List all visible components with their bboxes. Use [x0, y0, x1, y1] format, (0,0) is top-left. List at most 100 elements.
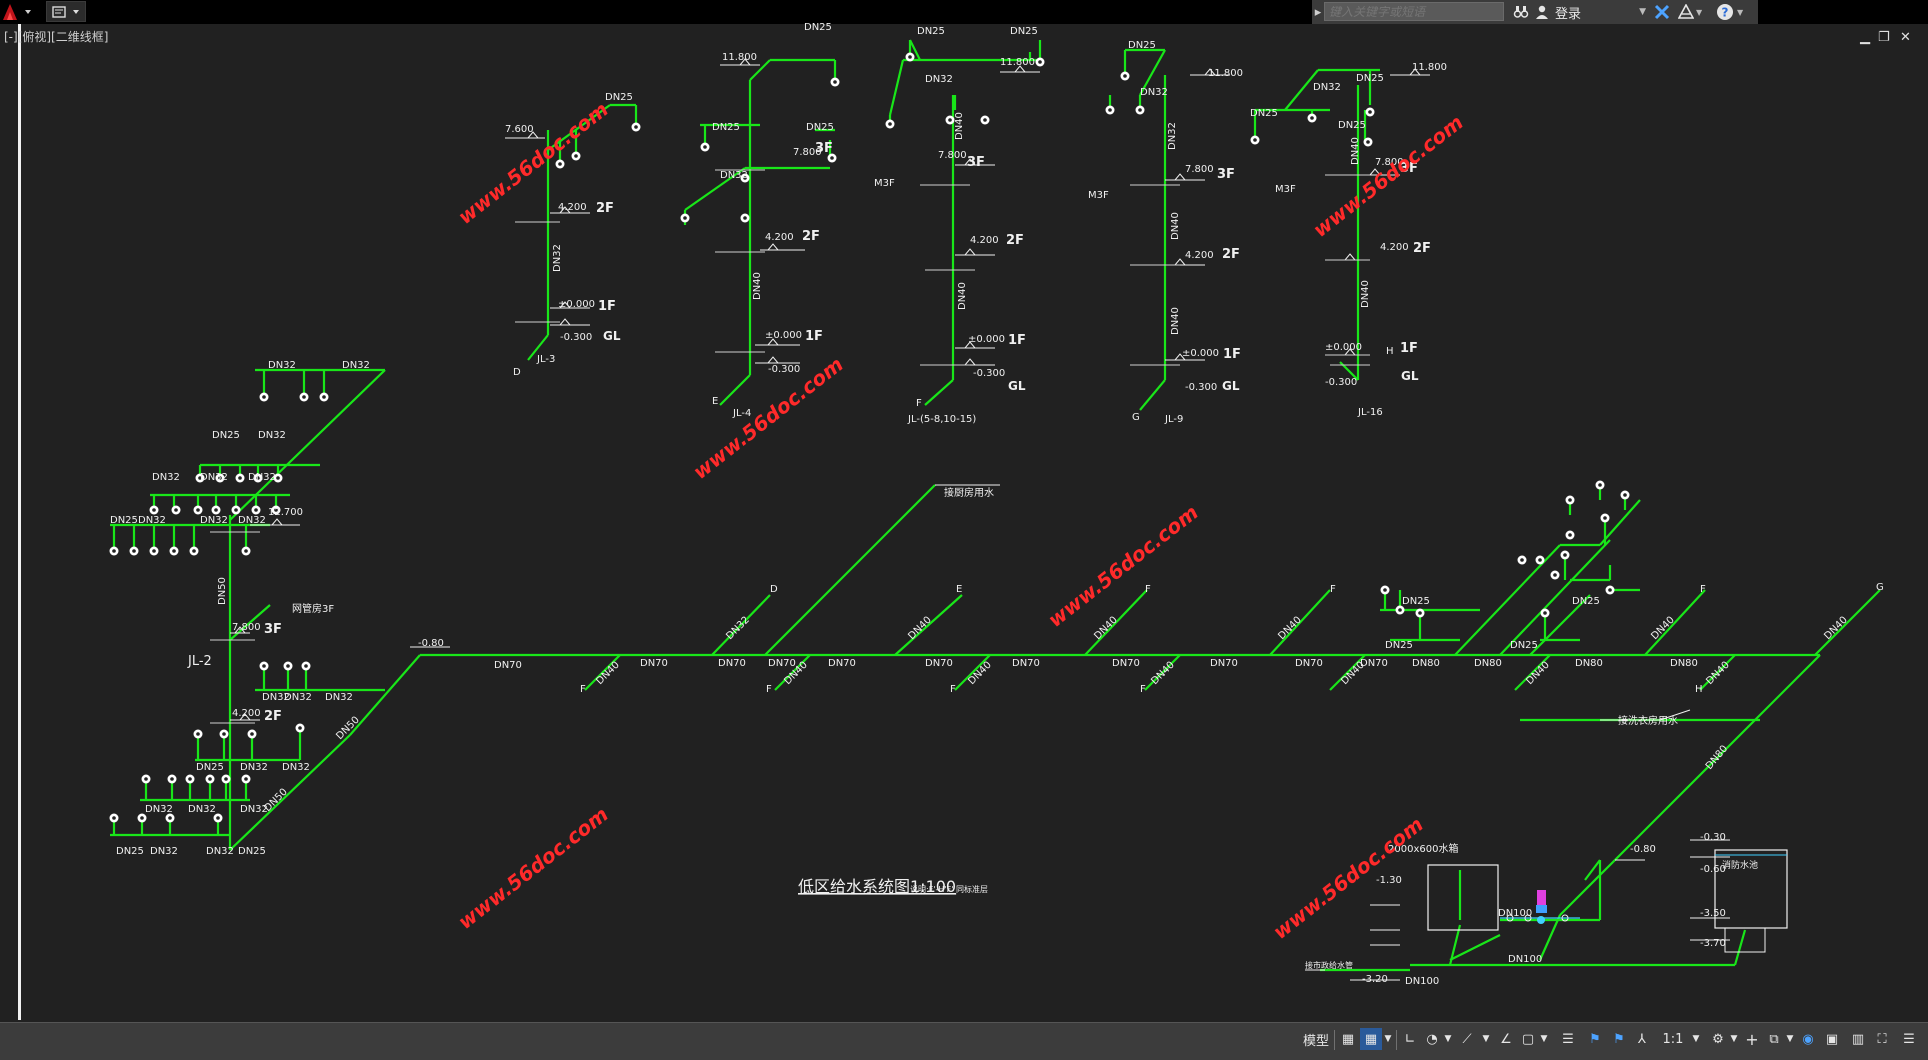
- pipe-label: DN80: [1670, 658, 1698, 669]
- pipe-label: DN32: [238, 515, 266, 526]
- restore-button[interactable]: ❐: [1878, 30, 1890, 45]
- endpoint-label: F: [1145, 584, 1151, 595]
- app-menu-button[interactable]: [0, 1, 36, 22]
- grid-icon[interactable]: ▦: [1341, 1031, 1355, 1047]
- floor-label: GL: [1401, 369, 1419, 383]
- pipe-label: DN70: [828, 658, 856, 669]
- osnap-box-icon[interactable]: ▢: [1521, 1031, 1535, 1047]
- pipe-label: DN70: [1012, 658, 1040, 669]
- pipe-label: DN25: [917, 26, 945, 37]
- chevron-down-icon[interactable]: ▼: [1786, 1034, 1794, 1044]
- chevron-down-icon[interactable]: ▼: [1540, 1034, 1548, 1044]
- chevron-down-icon[interactable]: ▼: [1384, 1034, 1392, 1044]
- chevron-down-icon[interactable]: ▼: [1444, 1034, 1452, 1044]
- plus-icon[interactable]: +: [1745, 1029, 1759, 1049]
- unit-icon[interactable]: ⧉: [1769, 1031, 1779, 1047]
- level-label: -0.80: [1630, 844, 1656, 855]
- floor-label: 3F: [264, 622, 282, 637]
- ortho-icon[interactable]: ∟: [1404, 1031, 1416, 1047]
- level-label: ±0.000: [558, 299, 595, 310]
- minimize-button[interactable]: ▁: [1860, 30, 1870, 45]
- gear-icon[interactable]: ⚙: [1712, 1031, 1724, 1047]
- viewport-label[interactable]: [-][俯视][二维线框]: [4, 30, 109, 44]
- chevron-down-icon[interactable]: ▼: [1692, 1034, 1700, 1044]
- binoculars-icon: [1513, 6, 1529, 18]
- help-button[interactable]: ? ▼: [1716, 2, 1752, 22]
- level-label: 7.800: [1185, 164, 1214, 175]
- pipe-label: DN40: [752, 272, 763, 300]
- level-label: ±0.000: [765, 330, 802, 341]
- hardware-accel-icon[interactable]: ▣: [1825, 1031, 1839, 1047]
- endpoint-label: D: [513, 367, 521, 378]
- isodraft-icon[interactable]: ⟋: [1462, 1031, 1472, 1047]
- pipe-label: DN50: [217, 577, 228, 605]
- pipe-label: DN32: [1140, 87, 1168, 98]
- drawing-note: 说明:F'-H'F' 同标准层: [910, 884, 988, 894]
- endpoint-label: D: [770, 584, 778, 595]
- scale-dropdown[interactable]: 1:1: [1662, 1031, 1684, 1047]
- endpoint-label: F: [950, 684, 956, 695]
- riser-tag: JL-(5-8,10-15): [907, 414, 976, 425]
- login-button[interactable]: 登录 ▼: [1534, 2, 1646, 22]
- pipe-label: DN40: [1339, 660, 1367, 688]
- drawing-canvas[interactable]: [0, 24, 1928, 1022]
- divider: [1334, 1030, 1335, 1050]
- pipe-label: DN25: [1128, 40, 1156, 51]
- floor-label: 1F: [598, 299, 616, 314]
- level-label: -0.300: [973, 368, 1005, 379]
- search-expand-icon[interactable]: ▸: [1314, 4, 1322, 20]
- pipe-label: DN32: [724, 615, 752, 643]
- lineweight-icon[interactable]: ☰: [1562, 1031, 1574, 1047]
- close-button[interactable]: ✕: [1900, 30, 1911, 45]
- pipe-label: DN70: [1295, 658, 1323, 669]
- equipment: [1427, 849, 1788, 953]
- clean-screen-icon[interactable]: ▥: [1851, 1031, 1865, 1047]
- endpoint-label: F: [580, 684, 586, 695]
- annoscale-icon[interactable]: ⅄: [1638, 1031, 1646, 1047]
- polar-icon[interactable]: ◔: [1426, 1031, 1438, 1047]
- quick-access-button[interactable]: [46, 1, 86, 22]
- help-icon: ?: [1717, 4, 1733, 20]
- level-label: 4.200: [1380, 242, 1409, 253]
- pipe-label: DN40: [954, 112, 965, 140]
- pipe-label: DN32: [240, 762, 268, 773]
- search-button[interactable]: [1512, 2, 1530, 22]
- chevron-down-icon[interactable]: ▼: [1730, 1034, 1738, 1044]
- pipe-label: DN100: [1405, 976, 1439, 987]
- exchange-button[interactable]: [1652, 2, 1672, 22]
- level-label: ±0.000: [1325, 342, 1362, 353]
- chevron-down-icon[interactable]: ▼: [1482, 1034, 1490, 1044]
- level-label: ±0.000: [1182, 348, 1219, 359]
- endpoint-label: G: [1876, 582, 1884, 593]
- isolate-icon[interactable]: ◉: [1802, 1031, 1814, 1047]
- pipe-label: DN80: [1704, 743, 1730, 771]
- side-label: 网管房3F: [292, 602, 334, 615]
- chevron-down-icon: ▼: [1639, 7, 1646, 17]
- level-label: -3.50: [1700, 908, 1726, 919]
- search-input[interactable]: [1324, 2, 1504, 21]
- osnap-icon[interactable]: ∠: [1500, 1031, 1512, 1047]
- endpoint-label: F: [1140, 684, 1146, 695]
- model-tab[interactable]: 模型: [1302, 1033, 1329, 1049]
- annotation-icon[interactable]: ⚑: [1589, 1031, 1601, 1047]
- watermark: www.56doc.com: [453, 802, 612, 934]
- pipe-label: DN32: [1167, 122, 1178, 150]
- pipe-label: DN32: [200, 515, 228, 526]
- snap-icon[interactable]: ▦: [1360, 1028, 1382, 1050]
- pipe-label: DN40: [1822, 615, 1850, 643]
- level-label: -3.20: [1362, 974, 1388, 985]
- endpoint-label: F: [1700, 584, 1706, 595]
- annovisibility-icon[interactable]: ⚑: [1613, 1031, 1625, 1047]
- watermark: www.56doc.com: [1308, 110, 1467, 242]
- level-label: -1.30: [1376, 875, 1402, 886]
- fullscreen-icon[interactable]: ⛶: [1877, 1031, 1887, 1047]
- pipe-label: DN40: [1524, 660, 1552, 688]
- a360-button[interactable]: ▼: [1678, 2, 1706, 22]
- customize-menu-icon[interactable]: ☰: [1903, 1031, 1915, 1047]
- pipe-label: DN32: [200, 472, 228, 483]
- pipe-label: DN25: [1572, 596, 1600, 607]
- level-label: 11.800: [722, 52, 757, 63]
- level-label: 11.800: [1000, 57, 1035, 68]
- pipe-label: DN32: [188, 804, 216, 815]
- pipe-label: DN32: [206, 846, 234, 857]
